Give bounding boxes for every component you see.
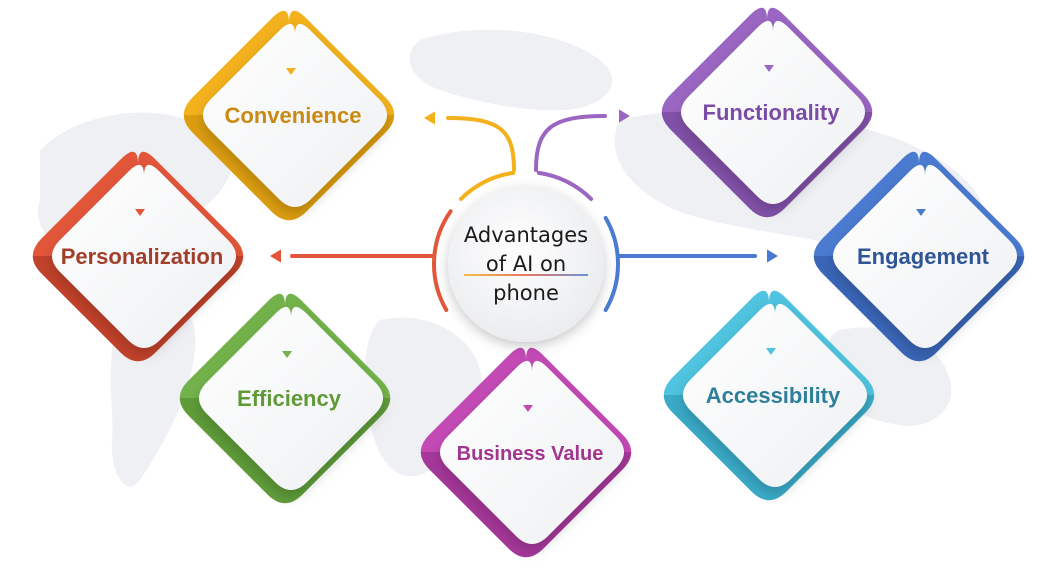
center-circle [448,186,604,342]
card-marker-icon [282,351,292,358]
arrow-personalization-icon [270,249,281,263]
connector-convenience [446,116,516,172]
card-face [681,20,865,205]
card-face [833,164,1017,348]
connector-functionality [534,114,607,172]
card-marker-icon [764,65,774,72]
arrow-convenience-icon [424,111,435,125]
card-label: Functionality [703,100,841,125]
center-title-line1: Advantages [464,223,588,247]
card-marker-icon [135,209,145,216]
hub-arc-convenience [458,170,516,201]
center-hub: Advantages of AI on phone [448,186,604,342]
card-marker-icon [286,68,296,75]
card-engagement: Engagement [813,151,1025,362]
card-business-value: Business Value [420,347,632,558]
card-functionality: Functionality [661,7,873,218]
card-face [203,23,387,208]
connectors [270,109,778,312]
center-underline [464,274,588,276]
card-label: Business Value [457,443,604,465]
center-title-line3: phone [493,281,559,305]
card-face [52,164,236,348]
card-personalization: Personalization [32,151,244,362]
card-label: Engagement [857,244,990,269]
card-label: Convenience [225,103,362,128]
card-marker-icon [766,348,776,355]
card-face [440,360,624,544]
card-face [683,303,867,487]
card-marker-icon [523,405,533,412]
card-label: Efficiency [237,386,342,411]
hub-arc-engagement [603,216,620,312]
arrow-engagement-icon [767,249,778,263]
card-label: Accessibility [706,383,841,408]
card-efficiency: Efficiency [179,293,391,504]
card-marker-icon [916,209,926,216]
card-convenience: Convenience [183,10,395,221]
arrow-functionality-icon [619,109,630,123]
card-label: Personalization [61,244,224,269]
card-accessibility: Accessibility [663,290,875,501]
center-title-line2: of AI on [486,252,566,276]
hub-arc-personalization [432,209,453,312]
card-face [199,306,383,490]
hub-arc-functionality [536,170,594,201]
